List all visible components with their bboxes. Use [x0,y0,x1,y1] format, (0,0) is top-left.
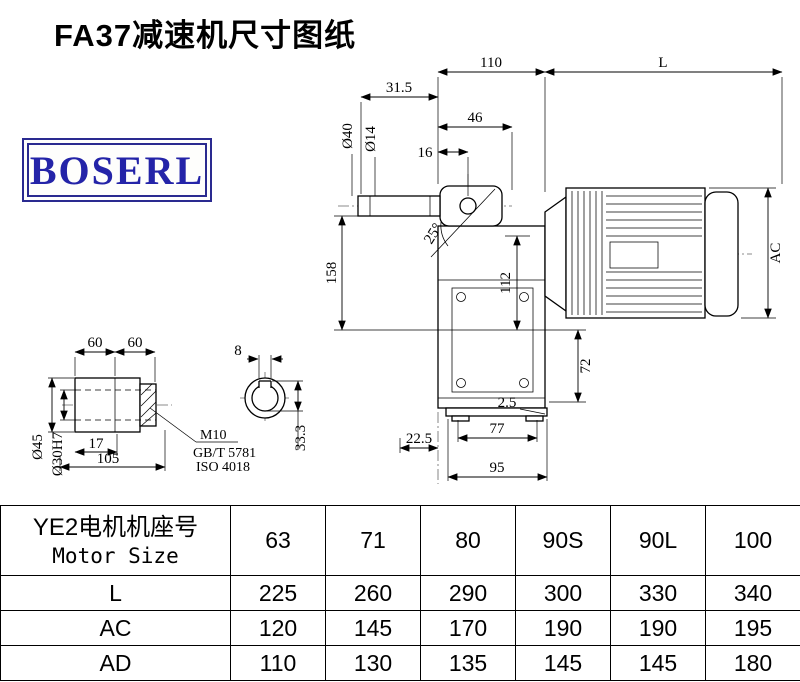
row-label-AC: AC [0,610,231,646]
cell-AC-90l: 190 [610,610,706,646]
motor-fan-cover [704,191,739,317]
cell-AD-71: 130 [325,645,421,681]
dim-31-5-label: 31.5 [386,80,412,96]
technical-drawing: 110 L 31.5 46 16 Ø40 Ø14 25° 158 112 [30,55,784,484]
cell-L-71: 260 [325,575,421,611]
dim-8-label: 8 [234,343,242,359]
table-row-AC: AC 120 145 170 190 190 195 [0,610,800,646]
dim-dia14-label: Ø14 [363,126,379,152]
table-header-row: YE2电机机座号 Motor Size 63 71 80 90S 90L 100 [0,505,800,576]
cell-AD-90s: 145 [515,645,611,681]
dim-16-label: 16 [418,145,434,161]
cell-AC-63: 120 [230,610,326,646]
cell-L-80: 290 [420,575,516,611]
shaft-detail: 60 60 8 Ø45 Ø30H7 17 105 [30,335,309,476]
dim-AC-label: AC [768,243,784,264]
table-row-AD: AD 110 130 135 145 145 180 [0,645,800,681]
motor-cooling-fins [606,195,702,313]
dim-95-label: 95 [490,460,505,476]
cell-L-63: 225 [230,575,326,611]
dim-72-label: 72 [578,359,594,374]
cell-AC-71: 145 [325,610,421,646]
table-header-motor-size: YE2电机机座号 Motor Size [0,505,231,576]
table-row-L: L 225 260 290 300 330 340 [0,575,800,611]
thread-m10-label: M10 [200,428,226,443]
column-header-63: 63 [230,505,326,576]
column-header-100: 100 [705,505,800,576]
dim-110-label: 110 [480,55,502,71]
dim-60-right-label: 60 [128,335,143,351]
shaft-detail-geometry [74,377,286,433]
header-label-en: Motor Size [52,543,179,568]
dim-77-label: 77 [490,421,506,437]
cell-AD-63: 110 [230,645,326,681]
standard-iso-label: ISO 4018 [196,460,250,475]
dim-2-5-label: 2.5 [498,395,517,411]
standard-gb-label: GB/T 5781 [193,446,256,461]
column-header-71: 71 [325,505,421,576]
brand-logo-text: BOSERL [29,147,205,193]
chamfer-25deg [430,188,496,258]
dim-33-3-label: 33.3 [293,425,309,451]
dim-17-label: 17 [89,436,105,452]
output-shaft [357,195,441,217]
cell-AC-100: 195 [705,610,800,646]
brand-logo: BOSERL [22,138,212,202]
dim-158-label: 158 [324,262,340,285]
column-header-90l: 90L [610,505,706,576]
row-label-AD: AD [0,645,231,681]
motor-stator-fins [571,191,603,315]
dim-46-label: 46 [468,110,484,126]
cell-L-100: 340 [705,575,800,611]
cell-AD-80: 135 [420,645,516,681]
dim-dia30-label: Ø30H7 [50,431,66,476]
page-title: FA37减速机尺寸图纸 [54,18,357,53]
cell-AD-100: 180 [705,645,800,681]
gearbox-housing [437,185,548,422]
dim-112-label: 112 [498,272,514,294]
dim-105-label: 105 [97,451,120,467]
motor-size-table: YE2电机机座号 Motor Size 63 71 80 90S 90L 100… [0,505,800,681]
cell-L-90s: 300 [515,575,611,611]
cell-AC-90s: 190 [515,610,611,646]
cell-AD-90l: 145 [610,645,706,681]
column-header-90s: 90S [515,505,611,576]
dim-L-label: L [658,55,667,71]
dim-dia40-label: Ø40 [340,123,356,149]
header-label-cn: YE2电机机座号 [32,513,199,541]
column-header-80: 80 [420,505,516,576]
dim-dia45-label: Ø45 [30,434,46,460]
dim-22-5-label: 22.5 [406,431,432,447]
dimensions-shaft: 60 60 8 Ø45 Ø30H7 17 105 [30,335,309,476]
cell-L-90l: 330 [610,575,706,611]
row-label-L: L [0,575,231,611]
dim-60-left-label: 60 [88,335,103,351]
cell-AC-80: 170 [420,610,516,646]
motor [544,187,739,319]
motor-nameplate [609,241,659,269]
